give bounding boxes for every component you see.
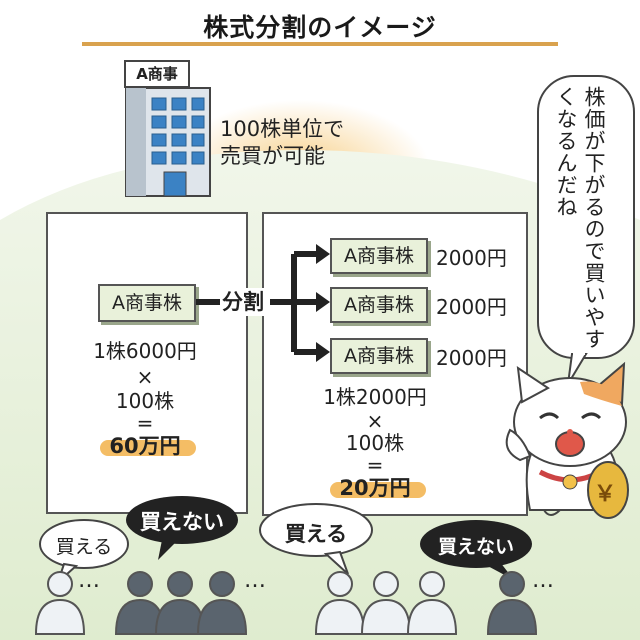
after-stock-price-3: 2000円 xyxy=(436,346,507,370)
after-calc-times: × xyxy=(366,409,384,433)
after-result-highlight xyxy=(330,482,426,498)
split-label: 分割 xyxy=(222,290,264,314)
crowd-bubbles xyxy=(39,496,532,586)
before-calc-price: 1株6000円 xyxy=(93,339,197,363)
after-stock-price-1: 2000円 xyxy=(436,246,507,270)
split-arrows xyxy=(196,244,330,362)
bubble-left-can-buy: 買える xyxy=(55,536,113,558)
after-calc-price: 1株2000円 xyxy=(323,385,427,409)
after-result: 20万円 xyxy=(339,476,411,500)
before-result-highlight xyxy=(100,440,196,456)
person-dark-4 xyxy=(486,571,538,635)
before-result: 60万円 xyxy=(109,434,181,458)
cat-speech-text: 株価が下がるので買いやすくなるんだね xyxy=(554,86,606,350)
before-calc-shares: 100株 xyxy=(115,389,175,413)
bubble-right-can-buy: 買える xyxy=(284,522,348,546)
before-split-panel xyxy=(46,212,248,514)
after-stock-card-1: A商事株 xyxy=(330,238,428,274)
person-dark-1 xyxy=(114,571,166,635)
bubble-right-cannot-buy: 買えない xyxy=(437,536,514,558)
after-stock-price-2: 2000円 xyxy=(436,295,507,319)
company-sign: A商事 xyxy=(124,60,190,88)
unit-note-line-1: 100株単位で xyxy=(220,117,345,141)
cat-speech-bubble xyxy=(537,75,635,385)
ellipsis-3: … xyxy=(532,568,554,593)
person-light-2 xyxy=(314,571,366,635)
person-light-4 xyxy=(406,571,458,635)
before-calc-equals: = xyxy=(136,411,154,435)
after-stock-card-2: A商事株 xyxy=(330,287,428,323)
ellipsis-1: … xyxy=(78,568,100,593)
after-calc-shares: 100株 xyxy=(345,431,405,455)
coin-yen-symbol: ￥ xyxy=(594,482,617,507)
before-stock-card: A商事株 xyxy=(98,284,196,322)
before-calc-times: × xyxy=(136,365,154,389)
after-calc-equals: = xyxy=(366,453,384,477)
after-stock-card-3: A商事株 xyxy=(330,338,428,374)
crowd-people xyxy=(34,571,538,635)
unit-note-line-2: 売買が可能 xyxy=(220,144,325,168)
person-light-3 xyxy=(360,571,412,635)
page-title: 株式分割のイメージ xyxy=(203,13,437,42)
person-light-1 xyxy=(34,571,86,635)
ellipsis-2: … xyxy=(244,568,266,593)
office-building-icon xyxy=(125,87,211,197)
bubble-left-cannot-buy: 買えない xyxy=(140,510,224,534)
person-dark-2 xyxy=(154,571,206,635)
person-dark-3 xyxy=(196,571,248,635)
lucky-cat-icon xyxy=(505,361,629,519)
